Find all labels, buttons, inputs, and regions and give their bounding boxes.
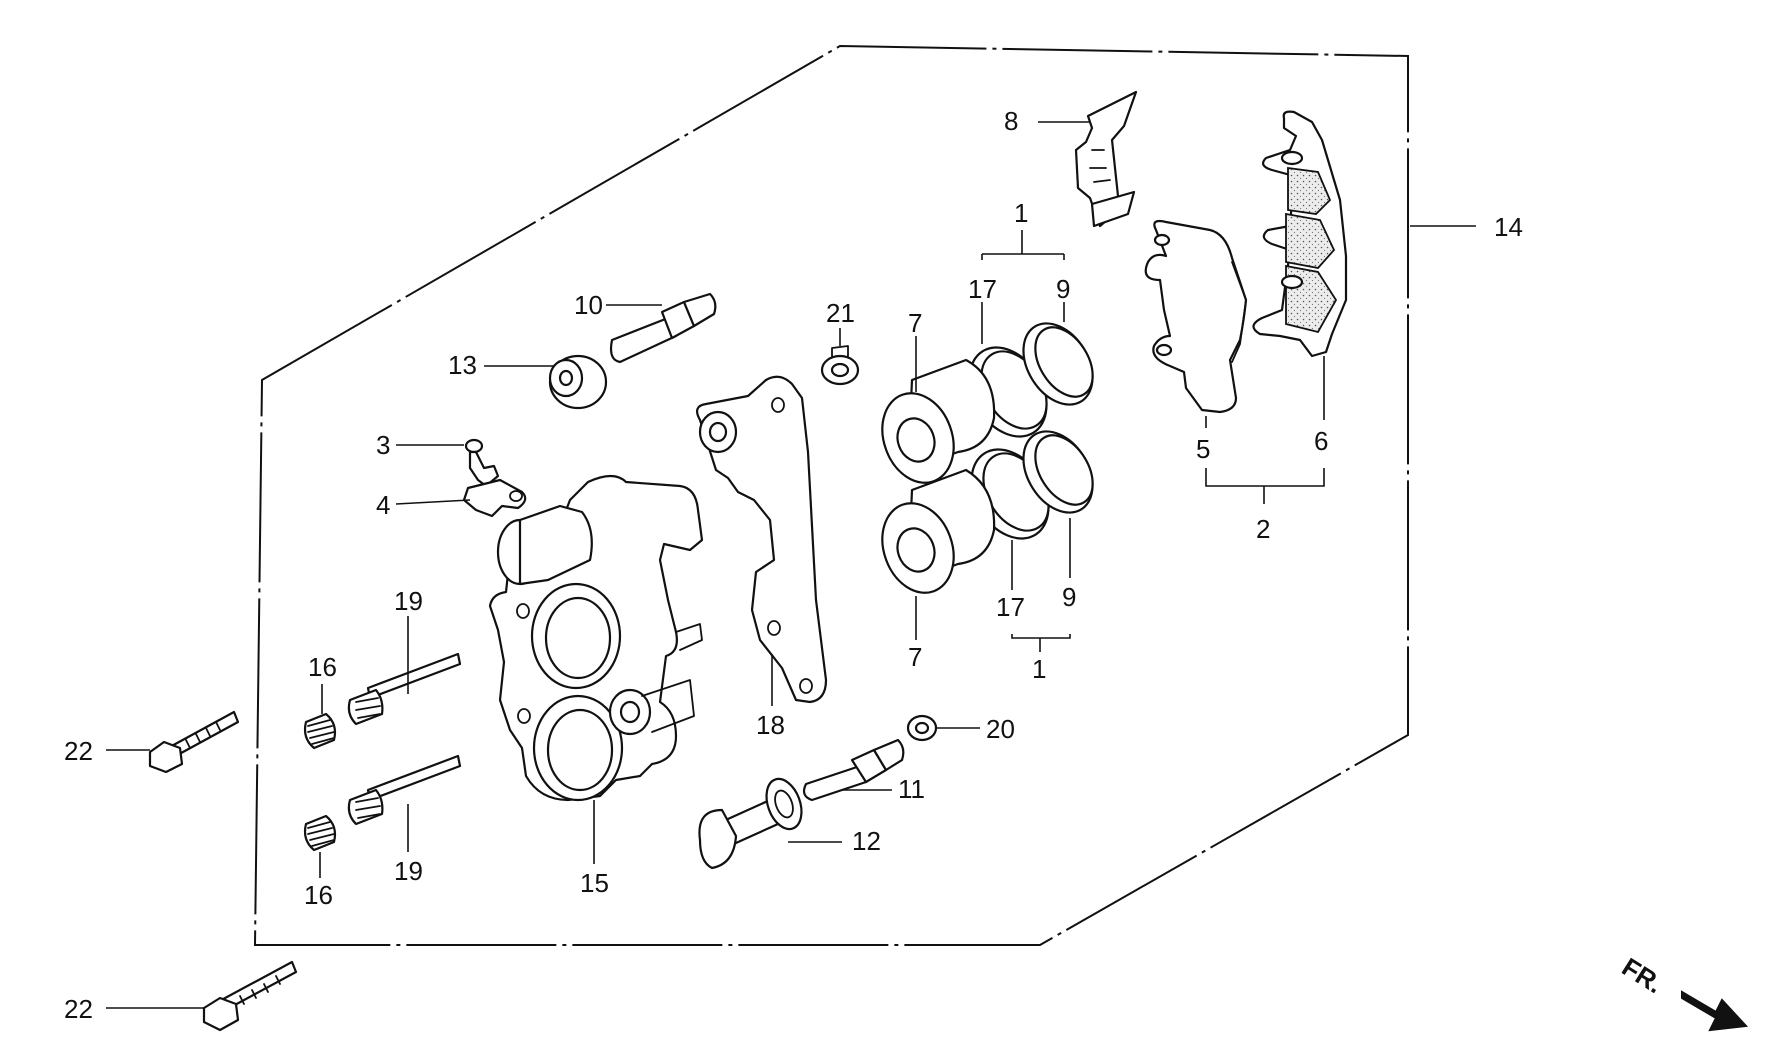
callout-17-bottom: 17 bbox=[996, 592, 1025, 622]
bleed-valve bbox=[464, 438, 500, 488]
slide-pin-bolt bbox=[802, 738, 905, 802]
assembly-boundary bbox=[253, 44, 1409, 946]
callout-15: 15 bbox=[580, 868, 609, 898]
washer bbox=[906, 714, 938, 742]
pin-boot bbox=[548, 354, 608, 410]
callout-11: 11 bbox=[898, 774, 925, 804]
callout-7-top: 7 bbox=[908, 308, 922, 338]
slide-pin-top bbox=[347, 652, 462, 726]
front-direction-marker: FR. bbox=[1617, 952, 1749, 1032]
brake-pad-outer bbox=[1252, 110, 1348, 358]
callout-10: 10 bbox=[574, 290, 603, 320]
callout-7-bottom: 7 bbox=[908, 642, 922, 672]
callout-8: 8 bbox=[1004, 106, 1018, 136]
brake-pad-inner bbox=[1144, 219, 1248, 414]
caliper-bracket bbox=[696, 375, 828, 704]
pin-bolt bbox=[609, 292, 717, 364]
caliper-body bbox=[488, 474, 704, 802]
callout-labels: 8 14 1 17 9 7 21 10 13 3 4 5 6 2 17 9 1 … bbox=[64, 106, 1523, 1024]
front-arrow-icon bbox=[1681, 990, 1749, 1032]
slide-pin-bottom bbox=[347, 754, 462, 826]
callout-1-top: 1 bbox=[1014, 198, 1028, 228]
callout-16-bottom: 16 bbox=[304, 880, 333, 910]
callout-14: 14 bbox=[1494, 212, 1523, 242]
callout-12: 12 bbox=[852, 826, 881, 856]
callout-18: 18 bbox=[756, 710, 785, 740]
callout-19-bottom: 19 bbox=[394, 856, 423, 886]
front-label: FR. bbox=[1617, 952, 1668, 1000]
leader-lines bbox=[106, 121, 1476, 1009]
callout-20: 20 bbox=[986, 714, 1015, 744]
dust-seal-top bbox=[1022, 322, 1094, 406]
bleed-cap bbox=[462, 478, 527, 518]
spring-bottom bbox=[303, 814, 337, 852]
callout-9-top: 9 bbox=[1056, 274, 1070, 304]
flange-bolt-bottom bbox=[202, 960, 298, 1032]
flange-bolt-top bbox=[148, 710, 240, 774]
pad-spring bbox=[1074, 90, 1138, 228]
spring-top bbox=[303, 712, 337, 750]
callout-6: 6 bbox=[1314, 426, 1328, 456]
callout-5: 5 bbox=[1196, 434, 1210, 464]
callout-17-top: 17 bbox=[968, 274, 997, 304]
callout-3: 3 bbox=[376, 430, 390, 460]
callout-4: 4 bbox=[376, 490, 390, 520]
callout-9-bottom: 9 bbox=[1062, 582, 1076, 612]
callout-22-bottom: 22 bbox=[64, 994, 93, 1024]
dust-seal-bottom bbox=[1022, 430, 1094, 514]
callout-19-top: 19 bbox=[394, 586, 423, 616]
callout-13: 13 bbox=[448, 350, 477, 380]
bushing bbox=[820, 345, 860, 386]
piston-bottom bbox=[881, 468, 996, 594]
callout-21: 21 bbox=[826, 298, 855, 328]
pin-with-boot bbox=[698, 777, 803, 870]
piston-top bbox=[881, 358, 996, 484]
callout-1-bottom: 1 bbox=[1032, 654, 1046, 684]
callout-22-top: 22 bbox=[64, 736, 93, 766]
callout-16-top: 16 bbox=[308, 652, 337, 682]
callout-2: 2 bbox=[1256, 514, 1270, 544]
